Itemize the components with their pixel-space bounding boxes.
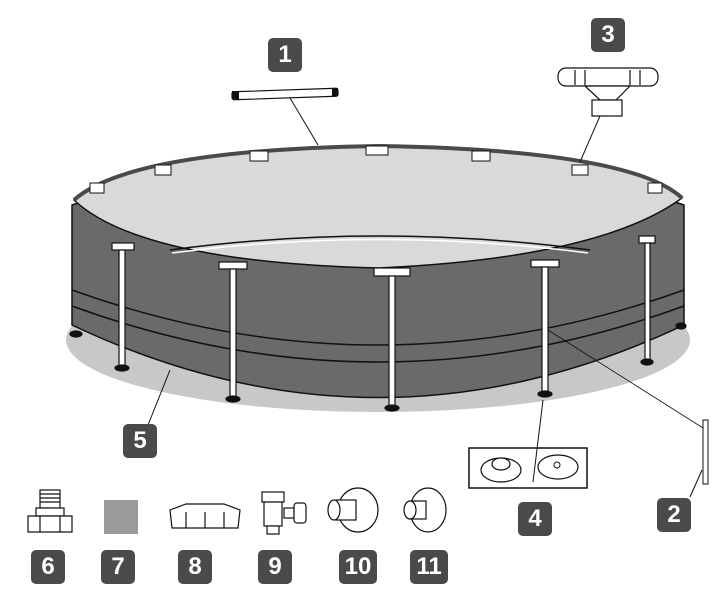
part-8-cap-illustration xyxy=(169,503,241,529)
inner-rim xyxy=(169,235,591,251)
part-label-7: 7 xyxy=(101,550,135,584)
belt-strap-bottom xyxy=(71,305,685,363)
part-11-connector-illustration xyxy=(403,487,447,533)
part-label-2: 2 xyxy=(657,498,691,532)
part-10-connector-illustration xyxy=(327,487,379,533)
part-7-patch-illustration xyxy=(104,500,138,534)
part-6-adapter-illustration xyxy=(27,489,73,533)
part-label-8: 8 xyxy=(178,550,212,584)
inner-rim-highlight xyxy=(171,238,589,254)
legs xyxy=(69,235,687,412)
part-5-leader xyxy=(147,369,171,426)
part-label-1: 1 xyxy=(268,38,302,72)
part-label-3: 3 xyxy=(591,18,625,52)
part-label-5: 5 xyxy=(123,424,157,458)
part-label-6: 6 xyxy=(31,550,65,584)
part-1-beam-illustration xyxy=(231,87,339,146)
part-label-9: 9 xyxy=(258,550,292,584)
part-4-foot-caps-illustration xyxy=(468,399,588,489)
part-2-rod-illustration xyxy=(547,329,709,498)
rim-connectors xyxy=(89,145,663,194)
part-label-4: 4 xyxy=(518,502,552,536)
part-label-10: 10 xyxy=(339,550,377,584)
belt-strap-top xyxy=(71,289,685,346)
part-3-t-connector-illustration xyxy=(557,67,659,163)
part-9-valve-illustration xyxy=(261,491,307,535)
part-label-11: 11 xyxy=(410,550,448,584)
